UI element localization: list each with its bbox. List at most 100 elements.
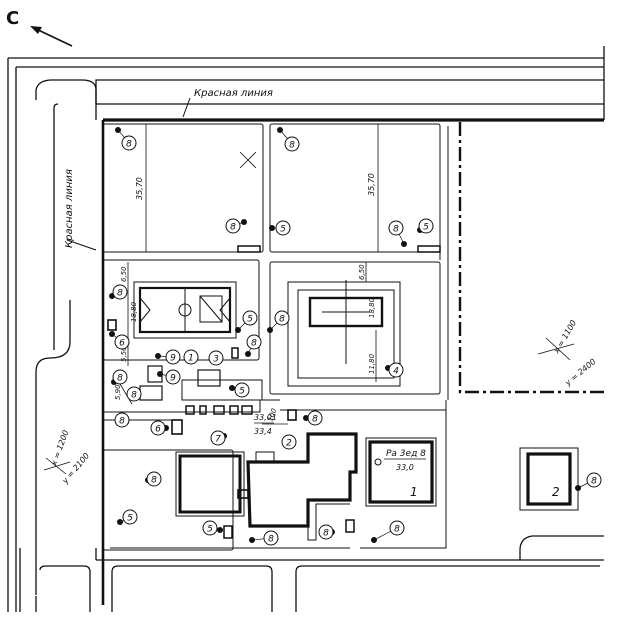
- marker-m23: 8: [303, 410, 323, 426]
- building-1-name: Ра 3ед 8: [386, 449, 426, 459]
- marker-circle: [274, 310, 290, 326]
- marker-m11: 8: [245, 334, 262, 357]
- marker-circle: [263, 530, 279, 546]
- marker-m16: 3: [208, 350, 224, 366]
- dim-650-a: 6,50: [120, 266, 128, 282]
- sport-court-right: [287, 281, 401, 387]
- north-arrow-icon: С: [6, 8, 73, 47]
- marker-dot: [371, 537, 377, 543]
- marker-circle: [114, 412, 130, 428]
- marker-m2: 8: [277, 127, 300, 152]
- right-plot-boundary-inner: [439, 126, 449, 504]
- marker-m25: 8: [145, 471, 162, 487]
- marker-circle: [126, 386, 142, 402]
- marker-circle: [281, 434, 297, 450]
- marker-label: 8: [312, 415, 318, 425]
- dim-1180: 11,80: [368, 353, 376, 374]
- marker-label: 5: [239, 387, 245, 397]
- marker-m20: 6: [150, 420, 169, 436]
- marker-dot: [117, 519, 123, 525]
- marker-m10: 5: [235, 310, 258, 333]
- marker-circle: [208, 350, 224, 366]
- coord-tr-x: x = 1100: [551, 319, 578, 356]
- marker-label: 8: [131, 391, 137, 401]
- marker-circle: [234, 382, 250, 398]
- marker-circle: [121, 135, 137, 151]
- marker-circle: [284, 136, 300, 152]
- dim-right-plot: 35,70: [367, 173, 376, 196]
- marker-circle: [122, 509, 138, 525]
- north-letter: С: [6, 8, 19, 29]
- sport-court-left: [133, 281, 237, 339]
- marker-dot: [401, 241, 407, 247]
- dim-550: 5,50: [120, 346, 128, 362]
- marker-dot: [241, 219, 247, 225]
- elevation-b: 33,4: [254, 427, 272, 436]
- marker-circle: [114, 334, 130, 350]
- dim-650-b: 6,50: [358, 264, 366, 280]
- marker-m21: 7: [210, 430, 227, 446]
- red-line-top-label: Красная линия: [194, 88, 273, 99]
- marker-m28: 5: [202, 520, 223, 536]
- marker-label: 5: [247, 315, 253, 325]
- marker-circle: [307, 410, 323, 426]
- marker-circle: [210, 430, 226, 446]
- marker-m3: 8: [225, 218, 247, 234]
- marker-label: 8: [126, 140, 132, 150]
- marker-label: 5: [207, 525, 213, 535]
- marker-label: 4: [393, 367, 399, 377]
- marker-label: 7: [215, 435, 221, 445]
- marker-label: 5: [280, 225, 286, 235]
- marker-label: 8: [279, 315, 285, 325]
- right-plot-boundary: [458, 122, 604, 394]
- marker-dot: [235, 327, 241, 333]
- marker-m6: 5: [417, 218, 434, 234]
- marker-m31: 8: [575, 472, 602, 491]
- marker-m9: 8: [267, 310, 290, 333]
- marker-circle: [418, 218, 434, 234]
- marker-label: 8: [591, 477, 597, 487]
- plot-outlines: [102, 123, 447, 551]
- marker-circle: [112, 369, 128, 385]
- marker-dot: [157, 371, 163, 377]
- marker-circle: [389, 520, 405, 536]
- marker-m5: 8: [388, 220, 407, 247]
- marker-circle: [112, 284, 128, 300]
- marker-dot: [229, 385, 235, 391]
- buildings: [107, 245, 579, 541]
- marker-m4: 5: [269, 220, 291, 236]
- marker-circle: [318, 524, 334, 540]
- coord-tr-y: y = 2400: [563, 357, 598, 388]
- coord-left-x: x = 1200: [49, 429, 70, 468]
- marker-m1: 8: [115, 127, 137, 151]
- dim-590: 5,90: [114, 384, 122, 400]
- marker-m13: 9: [155, 349, 181, 365]
- marker-circle: [146, 471, 162, 487]
- marker-label: 6: [155, 425, 161, 435]
- marker-dot: [109, 331, 115, 337]
- marker-dot: [267, 327, 273, 333]
- marker-label: 8: [117, 289, 123, 299]
- marker-label: 5: [423, 223, 429, 233]
- marker-dot: [245, 351, 251, 357]
- marker-label: 8: [230, 223, 236, 233]
- marker-label: 6: [119, 339, 125, 349]
- marker-dot: [217, 527, 223, 533]
- marker-circle: [202, 520, 218, 536]
- building-2-number: 2: [552, 485, 560, 499]
- marker-m22: 2: [281, 434, 297, 450]
- marker-label: 8: [151, 476, 157, 486]
- marker-dot: [155, 353, 161, 359]
- marker-m29: 8: [318, 524, 335, 540]
- marker-circle: [150, 420, 166, 436]
- marker-m30: 8: [371, 520, 405, 543]
- marker-circle: [388, 362, 404, 378]
- marker-m26: 5: [117, 509, 138, 525]
- coord-left-y: y = 2100: [60, 451, 91, 486]
- dim-1880-a: 18,80: [130, 301, 138, 322]
- marker-m27: 8: [249, 530, 279, 546]
- streets: [7, 46, 605, 612]
- marker-m7: 8: [109, 284, 128, 300]
